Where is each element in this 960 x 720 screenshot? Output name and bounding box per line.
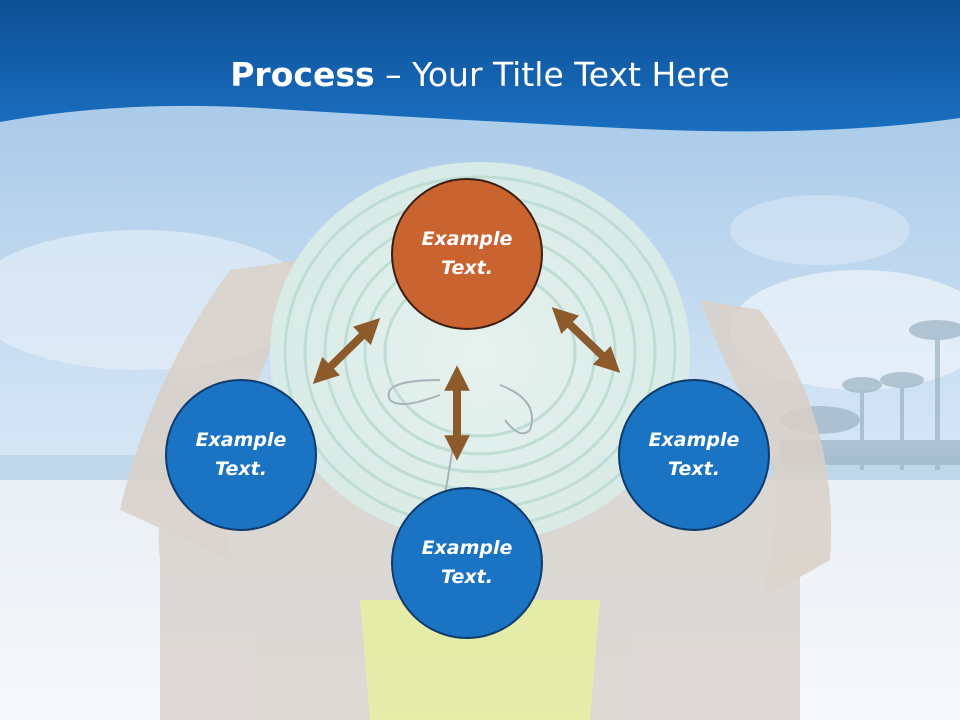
page-title: Process – Your Title Text Here <box>0 52 960 98</box>
node-left-label: Example Text. <box>195 429 287 480</box>
node-top: Example Text. <box>391 178 543 330</box>
arrow-top-right <box>551 307 621 373</box>
title-rest: – Your Title Text Here <box>374 55 730 94</box>
arrow-top-left <box>312 318 381 384</box>
node-right: Example Text. <box>618 379 770 531</box>
node-bottom: Example Text. <box>391 487 543 639</box>
node-top-label: Example Text. <box>421 228 513 279</box>
node-right-label: Example Text. <box>648 429 740 480</box>
title-bold: Process <box>230 55 375 94</box>
node-bottom-label: Example Text. <box>421 537 513 588</box>
node-left: Example Text. <box>165 379 317 531</box>
